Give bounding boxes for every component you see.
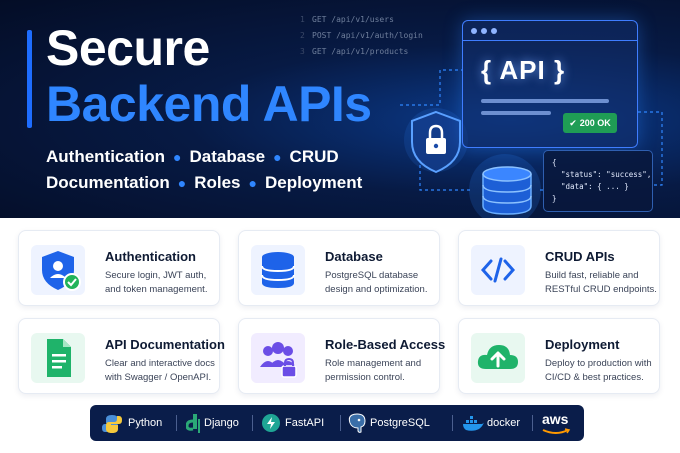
tech-label: Python — [128, 417, 163, 429]
cloud-upload-icon — [471, 333, 525, 383]
tech-label: Django — [204, 417, 239, 429]
card-title: CRUD APIs — [545, 249, 615, 264]
card-role-based-access: Role-Based Access Role management and pe… — [238, 318, 445, 394]
accent-bar — [27, 30, 32, 128]
document-icon — [31, 333, 85, 383]
feature-deployment: Deployment — [264, 173, 363, 192]
placeholder-line — [481, 111, 551, 115]
aws-icon: aws — [542, 411, 569, 427]
docker-icon — [463, 416, 484, 431]
postgresql-icon — [348, 413, 366, 433]
feature-list-row1: Authentication●Database●CRUD — [46, 147, 339, 166]
tech-fastapi: FastAPI — [262, 405, 338, 441]
window-dot-icon — [481, 28, 487, 34]
hero-decorations — [400, 69, 663, 218]
card-title: Authentication — [105, 249, 196, 264]
card-description: Deploy to production with CI/CD & best p… — [545, 358, 652, 383]
card-description: Clear and interactive docs with Swagger … — [105, 358, 215, 383]
database-cylinder-icon — [482, 166, 532, 215]
status-badge: ✔200 OK — [563, 113, 617, 133]
feature-documentation: Documentation — [46, 173, 170, 192]
api-label: { API } — [481, 55, 566, 85]
placeholder-line — [481, 99, 609, 103]
tech-aws: aws — [542, 405, 578, 441]
users-lock-icon — [251, 333, 305, 383]
tech-label: docker — [487, 417, 521, 429]
tech-python: Python — [102, 405, 172, 441]
feature-roles: Roles — [194, 173, 241, 192]
card-authentication: Authentication Secure login, JWT auth, a… — [18, 230, 220, 306]
python-icon — [102, 415, 122, 433]
tech-django: Django — [186, 405, 248, 441]
feature-crud: CRUD — [289, 147, 339, 166]
card-description: Role management and permission control. — [325, 358, 422, 383]
django-icon — [186, 414, 200, 433]
card-api-documentation: API Documentation Clear and interactive … — [18, 318, 225, 394]
divider — [252, 415, 253, 431]
card-description: PostgreSQL database design and optimizat… — [325, 270, 428, 295]
card-title: Database — [325, 249, 383, 264]
card-database: Database PostgreSQL database design and … — [238, 230, 440, 306]
window-dot-icon — [471, 28, 477, 34]
card-title: API Documentation — [105, 337, 225, 352]
card-description: Build fast, reliable and RESTful CRUD en… — [545, 270, 657, 295]
code-line: GET /api/v1/products — [312, 47, 409, 56]
card-deployment: Deployment Deploy to production with CI/… — [458, 318, 660, 394]
tech-stack-bar: Python Django FastAPI PostgreSQL — [90, 405, 584, 441]
feature-list-row2: Documentation●Roles●Deployment — [46, 173, 363, 192]
tech-label: PostgreSQL — [370, 417, 430, 429]
code-line: GET /api/v1/users — [312, 15, 394, 24]
divider — [532, 415, 533, 431]
shield-lock-icon — [411, 110, 461, 174]
card-title: Role-Based Access — [325, 337, 446, 352]
divider — [452, 415, 453, 431]
json-response-snippet: { "status": "success", "data": { ... } } — [543, 150, 653, 212]
card-title: Deployment — [545, 337, 620, 352]
hero-banner: Secure Backend APIs Authentication●Datab… — [0, 0, 680, 218]
feature-database: Database — [189, 147, 266, 166]
code-icon — [471, 245, 525, 295]
api-window: { API } ✔200 OK — [462, 20, 638, 148]
fastapi-icon — [262, 414, 280, 432]
card-description: Secure login, JWT auth, and token manage… — [105, 270, 208, 295]
tech-label: FastAPI — [285, 417, 325, 429]
card-crud-apis: CRUD APIs Build fast, reliable and RESTf… — [458, 230, 660, 306]
database-icon — [251, 245, 305, 295]
page-title-line2: Backend APIs — [46, 76, 372, 132]
window-title-bar — [463, 21, 637, 41]
feature-authentication: Authentication — [46, 147, 165, 166]
tech-docker: docker — [462, 405, 528, 441]
shield-user-icon — [31, 245, 85, 295]
aws-smile-icon — [542, 428, 571, 434]
window-dot-icon — [491, 28, 497, 34]
page-title-line1: Secure — [46, 20, 210, 76]
check-icon: ✔ — [569, 118, 577, 128]
code-line: POST /api/v1/auth/login — [312, 31, 423, 40]
tech-postgresql: PostgreSQL — [348, 405, 444, 441]
divider — [340, 415, 341, 431]
divider — [176, 415, 177, 431]
